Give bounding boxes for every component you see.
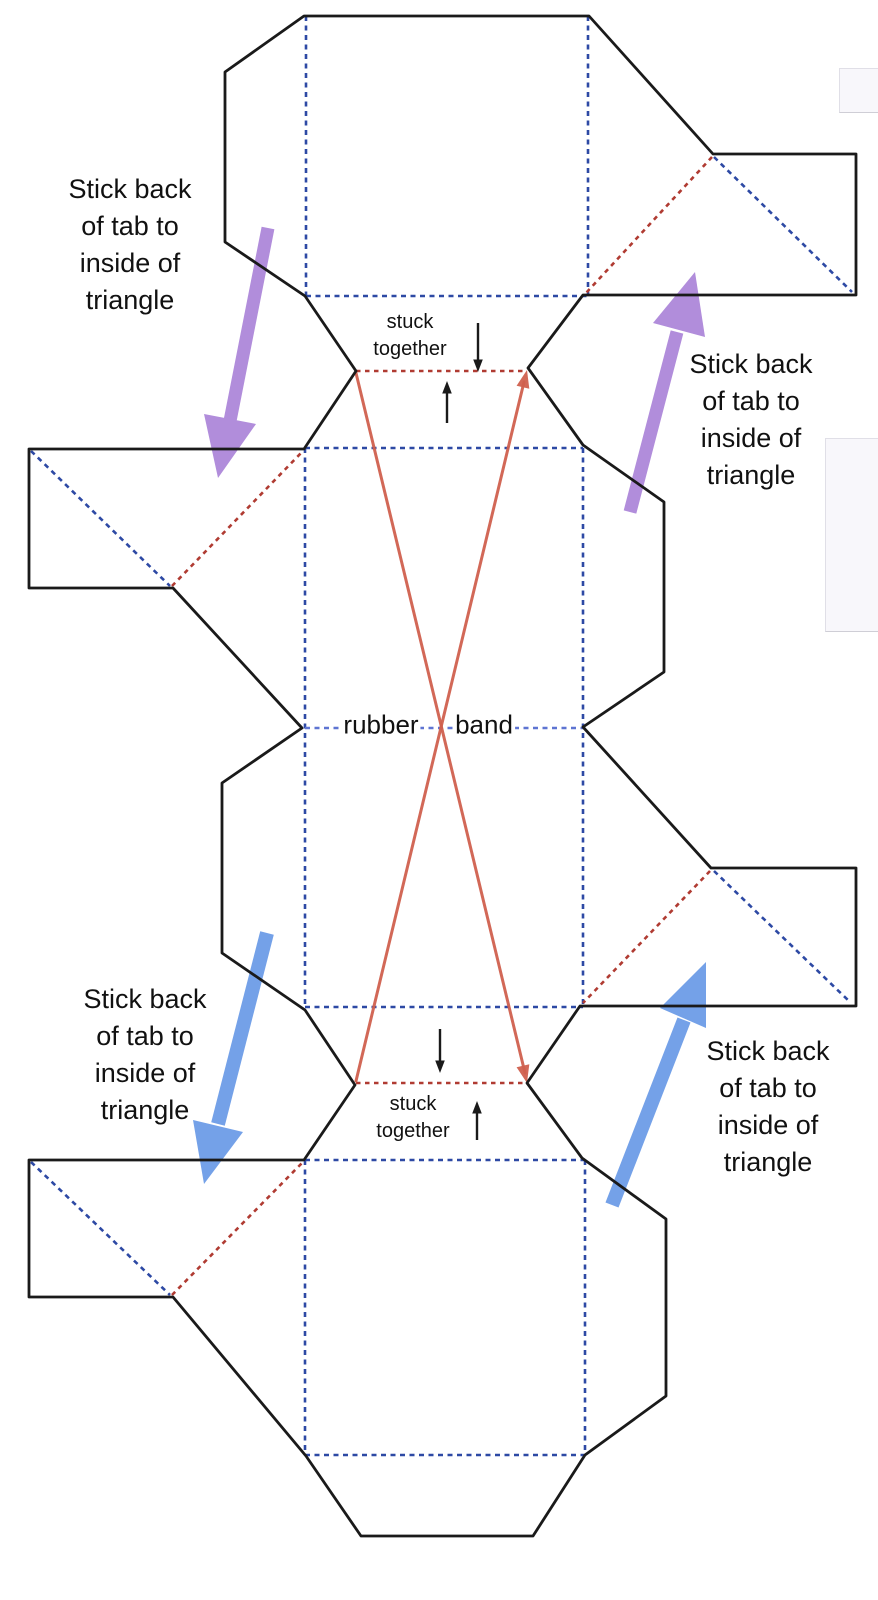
label-line: of tab to: [719, 1073, 817, 1103]
label-line: inside of: [79, 248, 181, 278]
arrow-down-icon: [473, 323, 483, 372]
purple-arrow-top-left-icon: [204, 226, 275, 478]
note-line: together: [373, 338, 447, 360]
rubber-band-word-2: band: [453, 709, 515, 741]
instruction-label-bottom-left: Stick back of tab to inside of triangle: [83, 981, 206, 1129]
side-panel-middle: [825, 438, 878, 632]
label-line: of tab to: [702, 386, 800, 416]
instruction-label-top-left: Stick back of tab to inside of triangle: [68, 171, 191, 319]
arrow-down-icon: [435, 1029, 445, 1073]
instruction-label-bottom-right: Stick back of tab to inside of triangle: [706, 1033, 829, 1181]
blue-arrow-bottom-right-icon: [605, 962, 706, 1208]
label-line: Stick back: [689, 349, 813, 379]
rubber-band-arrowhead-top: [516, 370, 530, 389]
arrow-up-icon: [472, 1101, 482, 1140]
label-line: of tab to: [81, 211, 179, 241]
rubber-band-arrowhead-bottom: [516, 1064, 530, 1083]
label-line: Stick back: [706, 1036, 830, 1066]
rubber-band-lines: [354, 370, 530, 1083]
label-line: inside of: [700, 423, 802, 453]
side-panel-top: [839, 68, 878, 113]
rubber-band-word-1: rubber: [341, 709, 421, 741]
label-line: of tab to: [96, 1021, 194, 1051]
label-line: triangle: [100, 1095, 190, 1125]
label-line: triangle: [706, 460, 796, 490]
label-line: Stick back: [83, 984, 207, 1014]
label-line: triangle: [85, 285, 175, 315]
arrow-up-icon: [442, 381, 452, 423]
blue-arrow-bottom-left-icon: [193, 931, 274, 1184]
instruction-label-top-right: Stick back of tab to inside of triangle: [689, 346, 812, 494]
stuck-together-note-bottom: stuck together: [376, 1091, 449, 1145]
net-outline: [27, 14, 858, 1538]
note-line: stuck: [389, 1093, 437, 1115]
label-line: inside of: [717, 1110, 819, 1140]
label-line: inside of: [94, 1058, 196, 1088]
fold-direction-arrows: [435, 323, 483, 1140]
label-line: triangle: [723, 1147, 813, 1177]
label-line: Stick back: [68, 174, 192, 204]
note-line: together: [376, 1120, 450, 1142]
red-fold-lines: [171, 156, 713, 1296]
stuck-together-note-top: stuck together: [373, 309, 446, 363]
note-line: stuck: [386, 311, 434, 333]
